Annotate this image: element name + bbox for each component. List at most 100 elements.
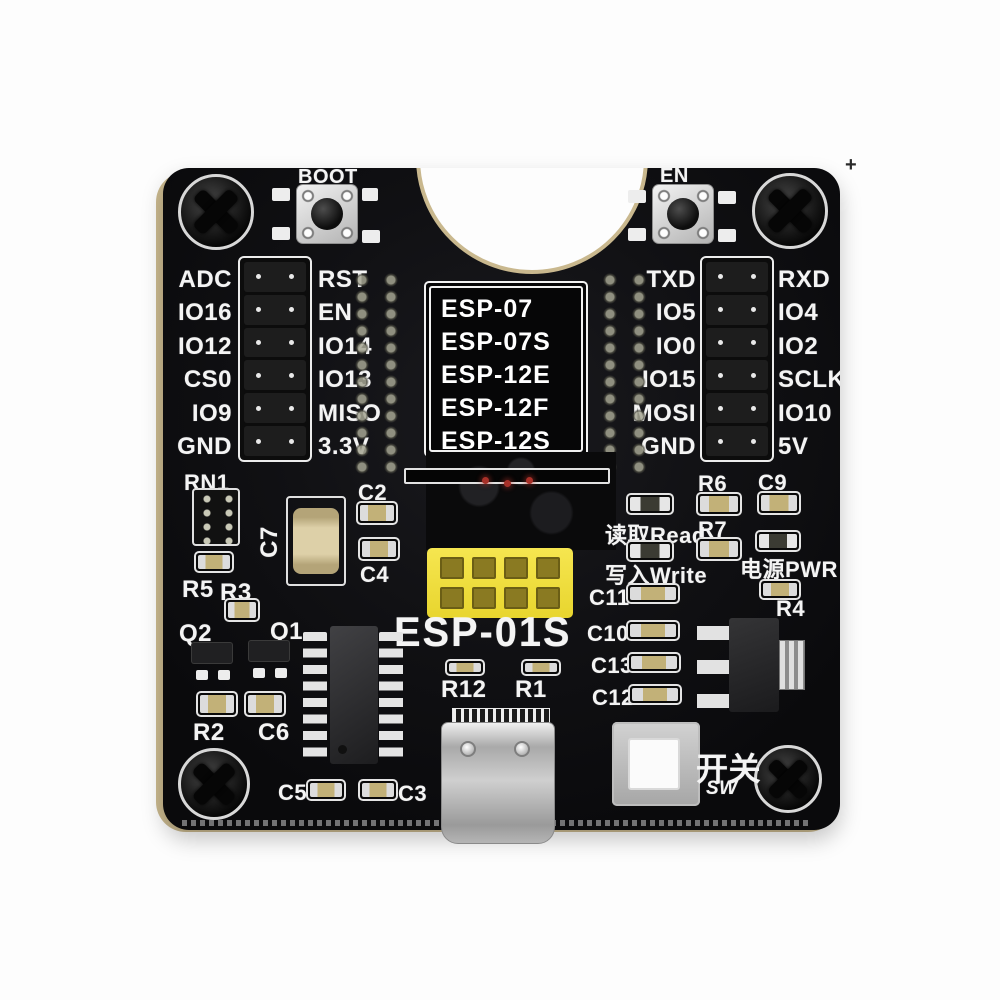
component-c5	[306, 779, 346, 801]
power-switch-button	[628, 738, 680, 790]
module-name: ESP-07S	[441, 328, 551, 356]
ref-c6: C6	[258, 719, 290, 746]
ic-chip	[330, 626, 378, 764]
ref-r12: R12	[441, 676, 487, 703]
capacitor-c7-outline	[286, 496, 346, 586]
power-led-label: 电源PWR	[740, 557, 838, 582]
mounting-screw-bottom-right	[754, 745, 822, 813]
header-pin-row	[706, 426, 768, 456]
component-r3	[224, 598, 260, 622]
pin-label-gnd-left: GND	[177, 433, 232, 460]
solder-pad	[275, 668, 287, 678]
module-castellation-pads-left	[348, 272, 406, 474]
ref-c11: C11	[589, 585, 630, 610]
power-switch	[612, 722, 700, 806]
pin-label-io2: IO2	[778, 333, 819, 360]
voltage-regulator	[729, 618, 779, 712]
ref-q2: Q2	[179, 620, 213, 647]
header-pin-row	[244, 294, 306, 325]
solder-pad	[718, 191, 736, 204]
component-c10	[626, 620, 680, 641]
pcb-board-surface: BOOT EN ADC IO16	[163, 168, 840, 830]
solder-pad	[196, 670, 208, 680]
ref-r2: R2	[193, 719, 225, 746]
socket-hole	[536, 557, 560, 579]
pin-label-io10: IO10	[778, 400, 833, 427]
solder-pad	[718, 229, 736, 242]
socket-hole	[440, 557, 464, 579]
header-pin-row	[706, 327, 768, 358]
usb-c-connector	[441, 722, 555, 844]
component-r1	[521, 659, 561, 676]
ic-pads-left	[303, 632, 327, 762]
ref-c4: C4	[360, 562, 390, 587]
mounting-screw-top-left	[178, 174, 254, 250]
module-test-pad-zone	[426, 452, 616, 550]
test-pin-red	[504, 480, 511, 487]
header-pin-row	[244, 426, 306, 456]
usb-c-pins	[452, 708, 550, 723]
ref-c13: C13	[591, 653, 633, 678]
component-r6	[696, 492, 742, 516]
usb-c-rivet	[460, 741, 476, 757]
pin-label-io0: IO0	[655, 333, 696, 360]
transistor-q1	[249, 641, 289, 661]
component-r4	[759, 579, 801, 600]
solder-pad	[272, 227, 290, 240]
solder-pad	[362, 230, 380, 243]
transistor-q2	[192, 643, 232, 663]
pin-label-sclk: SCLK	[778, 366, 840, 393]
ref-c9: C9	[758, 470, 788, 495]
capacitor-c7	[293, 508, 339, 574]
socket-hole	[440, 587, 464, 609]
en-button	[652, 184, 714, 244]
socket-name-label: ESP-01S	[394, 608, 572, 655]
test-pin-red	[482, 477, 489, 484]
module-name-box: ESP-07 ESP-07S ESP-12E ESP-12F ESP-12S	[424, 281, 588, 457]
header-pin-row	[706, 262, 768, 292]
boot-button	[296, 184, 358, 244]
ref-c10: C10	[587, 621, 629, 646]
pin-header-left	[238, 256, 312, 462]
solder-pad	[272, 188, 290, 201]
pin-header-right	[700, 256, 774, 462]
pin-label-cs0: CS0	[183, 366, 232, 393]
pin-label-io5: IO5	[655, 299, 696, 326]
regulator-pads	[697, 626, 729, 708]
pin-label-rxd: RXD	[778, 266, 831, 293]
ref-c5: C5	[278, 780, 308, 805]
component-c4	[358, 537, 400, 561]
pin-label-io4: IO4	[778, 299, 819, 326]
pin-label-io9: IO9	[191, 400, 232, 427]
pin-label-en: EN	[318, 299, 353, 326]
antenna-notch-cutout	[416, 168, 648, 274]
regulator-tab	[779, 640, 805, 690]
mounting-screw-top-right	[752, 173, 828, 249]
header-pin-row	[244, 327, 306, 358]
component-c6	[244, 691, 286, 717]
pin-label-adc: ADC	[178, 266, 232, 293]
header-pin-row	[706, 294, 768, 325]
component-c12	[628, 684, 682, 705]
ref-c7: C7	[255, 526, 283, 558]
ref-q1: Q1	[270, 618, 304, 645]
component-c3	[358, 779, 398, 801]
module-name: ESP-12F	[441, 394, 550, 422]
ref-r1: R1	[515, 676, 547, 703]
module-name: ESP-12E	[441, 361, 551, 389]
test-pin-red	[526, 477, 533, 484]
component-r2	[196, 691, 238, 717]
component-c2	[356, 501, 398, 525]
header-pin-row	[706, 393, 768, 424]
switch-label-zh: 开关	[696, 751, 762, 787]
ref-c12: C12	[592, 685, 634, 710]
pin-label-txd: TXD	[646, 266, 696, 293]
ref-r6: R6	[698, 471, 728, 496]
module-castellation-pads-right	[596, 272, 652, 474]
pcb-board: BOOT EN ADC IO16	[163, 168, 840, 830]
ic-pads-right	[379, 632, 403, 762]
solder-pad	[218, 670, 230, 680]
read-led	[626, 493, 674, 515]
socket-hole	[472, 587, 496, 609]
